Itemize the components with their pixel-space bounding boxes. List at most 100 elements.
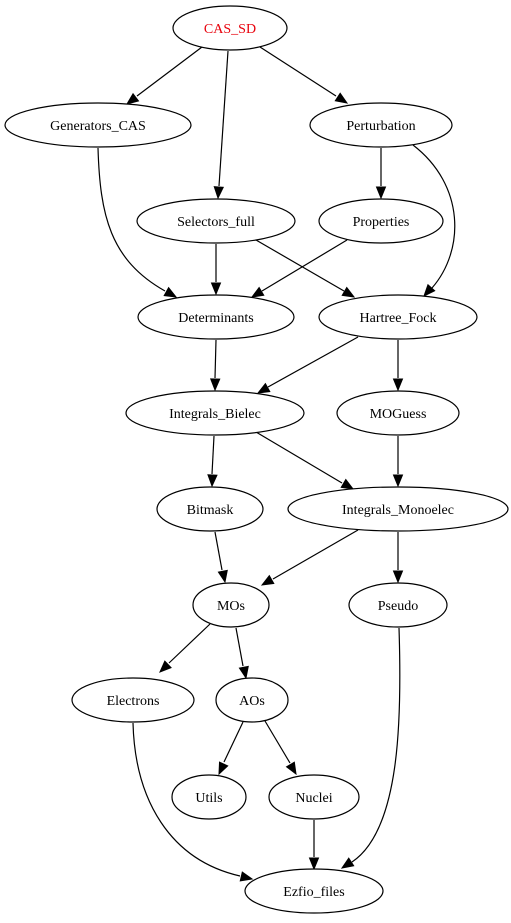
node-ellipse [287, 486, 509, 532]
edge-line [214, 339, 217, 379]
node-ellipse [71, 677, 195, 723]
node-label: CAS_SD [204, 22, 256, 37]
node-ellipse [4, 102, 192, 148]
edge-line [261, 239, 348, 292]
edge-perturbation-to-hartree-fock [412, 144, 456, 297]
node-moguess: MOGuess [336, 390, 460, 436]
arrowhead [340, 478, 355, 490]
edge-aos-to-utils [218, 721, 244, 776]
node-ellipse [172, 5, 288, 51]
node-label: AOs [239, 694, 265, 709]
node-hartree-fock: Hartree_Fock [318, 294, 478, 340]
edge-cas-sd-to-perturbation [259, 46, 349, 104]
arrowhead [260, 574, 275, 586]
arrowhead [125, 92, 140, 105]
arrowhead [238, 665, 249, 680]
edge-integrals-monoelec-to-pseudo [392, 532, 404, 584]
edge-moguess-to-integrals-monoelec [392, 436, 404, 488]
edge-line [255, 239, 345, 292]
node-ellipse [268, 774, 360, 820]
node-label: Pseudo [378, 599, 418, 614]
node-ellipse [244, 868, 384, 914]
node-ellipse [136, 198, 296, 244]
arrowhead [209, 378, 221, 392]
arrowhead [340, 857, 355, 869]
edge-line [168, 623, 211, 664]
edge-line [267, 336, 359, 388]
edge-line [132, 722, 241, 877]
node-ellipse [156, 486, 264, 532]
arrowhead [217, 569, 228, 584]
arrowhead [218, 761, 229, 776]
node-label: Integrals_Bielec [169, 407, 261, 422]
arrowhead [159, 660, 172, 673]
arrowhead [207, 474, 218, 488]
edge-integrals-monoelec-to-mos [260, 529, 359, 586]
node-generators-cas: Generators_CAS [4, 102, 192, 148]
arrowhead [392, 378, 404, 392]
edge-electrons-to-ezfio-files [132, 722, 254, 882]
node-cas-sd: CAS_SD [172, 5, 288, 51]
edge-integrals-bielec-to-bitmask [207, 435, 218, 488]
edge-line [255, 431, 343, 484]
node-label: Selectors_full [177, 215, 255, 230]
node-ezfio-files: Ezfio_files [244, 868, 384, 914]
arrowhead [285, 761, 297, 776]
node-label: Utils [195, 791, 222, 806]
node-ellipse [171, 774, 247, 820]
edge-selectors-full-to-determinants [210, 244, 222, 296]
edge-line [218, 50, 229, 187]
node-perturbation: Perturbation [309, 102, 453, 148]
edge-line [223, 721, 244, 763]
edge-line [272, 529, 359, 580]
node-electrons: Electrons [71, 677, 195, 723]
edge-properties-to-determinants [250, 239, 348, 298]
edge-line [214, 531, 223, 571]
arrowhead [210, 282, 222, 296]
node-mos: MOs [192, 582, 270, 628]
edge-bitmask-to-mos [214, 531, 228, 584]
node-integrals-monoelec: Integrals_Monoelec [287, 486, 509, 532]
edge-hartree-fock-to-moguess [392, 340, 404, 392]
node-label: Determinants [178, 311, 253, 326]
edge-line [259, 46, 337, 97]
nodes-layer: CAS_SD Generators_CAS PerturbationSelector… [4, 5, 509, 914]
node-pseudo: Pseudo [348, 582, 448, 628]
node-label: Generators_CAS [50, 119, 146, 134]
node-integrals-bielec: Integrals_Bielec [125, 390, 305, 436]
edge-integrals-bielec-to-integrals-monoelec [255, 431, 355, 490]
arrowhead [392, 474, 404, 488]
edge-mos-to-electrons [159, 623, 211, 673]
node-label: Perturbation [346, 119, 415, 134]
node-selectors-full: Selectors_full [136, 198, 296, 244]
node-ellipse [348, 582, 448, 628]
node-ellipse [318, 294, 478, 340]
edge-line [264, 720, 291, 764]
edge-line [351, 627, 401, 863]
edge-perturbation-to-properties [375, 148, 387, 200]
node-nuclei: Nuclei [268, 774, 360, 820]
node-ellipse [137, 294, 295, 340]
edge-line [97, 147, 166, 292]
node-label: Ezfio_files [283, 885, 344, 900]
arrowhead [250, 286, 265, 298]
node-label: Electrons [107, 694, 160, 709]
arrowhead [423, 283, 436, 297]
node-bitmask: Bitmask [156, 486, 264, 532]
edge-line [136, 46, 203, 97]
node-ellipse [309, 102, 453, 148]
arrowhead [334, 92, 349, 104]
edges-layer [97, 46, 456, 882]
arrowhead [341, 286, 356, 298]
arrowhead [375, 186, 387, 200]
edge-aos-to-nuclei [264, 720, 297, 776]
node-determinants: Determinants [137, 294, 295, 340]
node-ellipse [215, 677, 289, 723]
edge-hartree-fock-to-integrals-bielec [256, 336, 359, 394]
arrowhead [308, 857, 320, 871]
edge-line [412, 144, 456, 289]
edge-mos-to-aos [235, 627, 249, 680]
node-properties: Properties [318, 198, 444, 244]
arrowhead [213, 186, 225, 200]
